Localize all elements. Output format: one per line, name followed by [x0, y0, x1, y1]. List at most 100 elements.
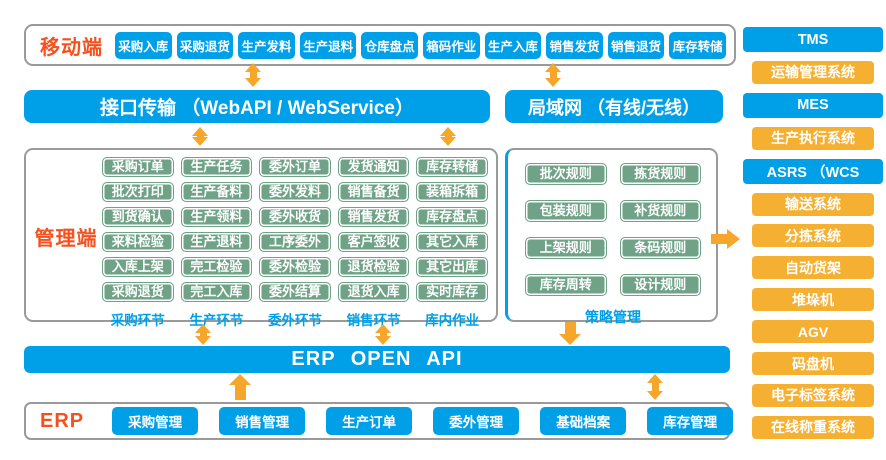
function-chip: 生产领料	[180, 207, 253, 227]
system-header: TMS	[743, 27, 883, 52]
up-down-arrow-icon	[195, 324, 211, 345]
function-chip: 库存转储	[416, 157, 488, 177]
mobile-function-chip: 采购入库	[115, 31, 172, 59]
rule-chip: 包装规则	[525, 200, 607, 222]
rule-chip: 设计规则	[619, 274, 701, 296]
strategy-label: 策略管理	[585, 309, 641, 325]
function-chip: 来料检验	[102, 232, 174, 252]
mobile-client-panel: 移动端 采购入库 采购退货 生产发料 生产退料 仓库盘点 箱码作业 生产入库 销…	[24, 24, 736, 66]
webapi-webservice-bar: 接口传输 （WebAPI / WebService）	[24, 90, 490, 123]
management-client-panel: 管理端 采购订单 批次打印 到货确认 来料检验 入库上架 采购退货 采购环节 生…	[24, 148, 498, 328]
function-chip: 采购退货	[102, 282, 174, 302]
function-chip: 实时库存	[416, 282, 488, 302]
function-chip: 生产退料	[180, 232, 253, 252]
column-label: 采购环节	[110, 313, 165, 328]
function-chip: 发货通知	[337, 157, 410, 177]
mobile-function-chip: 生产发料	[238, 31, 295, 59]
mobile-function-chip: 采购退货	[176, 31, 234, 59]
outsourcing-column: 委外订单 委外发料 委外收货 工序委外 委外检验 委外结算 委外环节	[259, 157, 331, 328]
function-chip: 其它入库	[416, 232, 488, 252]
function-chip: 生产备料	[180, 182, 253, 202]
function-chip: 销售发货	[337, 207, 410, 227]
down-arrow-icon	[559, 322, 581, 345]
column-label: 库内作业	[425, 313, 480, 328]
up-down-arrow-icon	[545, 63, 561, 87]
right-arrow-icon	[711, 229, 740, 249]
up-down-arrow-icon	[192, 127, 208, 146]
erp-module-chip: 采购管理	[112, 407, 199, 435]
up-down-arrow-icon	[440, 127, 456, 146]
up-down-arrow-icon	[245, 63, 261, 87]
rule-chip: 补货规则	[619, 200, 701, 222]
mobile-function-chip: 生产退料	[299, 31, 357, 59]
strategy-panel: 批次规则 拣货规则 包装规则 补货规则 上架规则 条码规则 库存周转 设计规则 …	[505, 148, 718, 325]
management-client-label: 管理端	[34, 228, 98, 250]
function-chip: 客户签收	[337, 232, 410, 252]
function-chip: 委外检验	[259, 257, 331, 277]
erp-module-chip: 销售管理	[219, 407, 306, 435]
function-chip: 完工入库	[180, 282, 253, 302]
system-chip: 分拣系统	[752, 224, 874, 248]
erp-module-chip: 委外管理	[433, 407, 520, 435]
up-arrow-icon	[229, 374, 251, 400]
system-chip: 生产执行系统	[752, 126, 874, 150]
function-chip: 库存盘点	[416, 207, 488, 227]
erp-panel: ERP 采购管理 销售管理 生产订单 委外管理 基础档案 库存管理	[24, 402, 734, 440]
erp-module-chip: 生产订单	[326, 407, 413, 435]
function-chip: 装箱拆箱	[416, 182, 488, 202]
up-down-arrow-icon	[647, 374, 663, 400]
system-header: MES	[743, 92, 883, 118]
function-chip: 委外订单	[259, 157, 331, 177]
erp-open-api-bar: ERP OPEN API	[24, 346, 730, 373]
function-chip: 生产任务	[180, 157, 253, 177]
sales-column: 发货通知 销售备货 销售发货 客户签收 退货检验 退货入库 销售环节	[337, 157, 410, 328]
rule-chip: 批次规则	[525, 163, 607, 185]
system-chip: 码盘机	[752, 352, 874, 376]
lan-bar: 局域网 （有线/无线）	[505, 90, 723, 123]
up-down-arrow-icon	[375, 324, 391, 345]
function-chip: 工序委外	[259, 232, 331, 252]
mobile-function-chip: 生产入库	[484, 31, 542, 59]
strategy-rule-grid: 批次规则 拣货规则 包装规则 补货规则 上架规则 条码规则 库存周转 设计规则	[525, 163, 701, 296]
production-column: 生产任务 生产备料 生产领料 生产退料 完工检验 完工入库 生产环节	[180, 157, 253, 328]
function-chip: 退货检验	[337, 257, 410, 277]
erp-label: ERP	[40, 409, 85, 432]
column-label: 销售环节	[346, 313, 401, 328]
rule-chip: 拣货规则	[619, 163, 701, 185]
system-header: ASRS （WCS	[743, 158, 883, 184]
erp-module-list: 采购管理 销售管理 生产订单 委外管理 基础档案 库存管理	[112, 407, 734, 435]
function-chip: 委外结算	[259, 282, 331, 302]
function-chip: 销售备货	[337, 182, 410, 202]
erp-module-chip: 基础档案	[540, 407, 627, 435]
function-chip: 委外收货	[259, 207, 331, 227]
mobile-function-chip: 销售发货	[546, 31, 603, 59]
system-chip: 堆垛机	[752, 288, 874, 312]
system-chip: 电子标签系统	[752, 383, 874, 407]
system-chip: AGV	[752, 320, 874, 344]
erp-inventory-chip: 库存管理	[647, 407, 734, 435]
system-chip: 运输管理系统	[752, 60, 874, 84]
column-label: 委外环节	[267, 313, 322, 328]
rule-chip: 条码规则	[619, 237, 701, 259]
mobile-client-label: 移动端	[40, 36, 103, 59]
function-chip: 到货确认	[102, 207, 174, 227]
system-chip: 自动货架	[752, 256, 874, 280]
system-chip: 输送系统	[752, 192, 874, 216]
purchase-column: 采购订单 批次打印 到货确认 来料检验 入库上架 采购退货 采购环节	[102, 157, 174, 328]
function-chip: 退货入库	[337, 282, 410, 302]
function-chip: 采购订单	[102, 157, 174, 177]
function-chip: 入库上架	[102, 257, 174, 277]
management-function-grid: 采购订单 批次打印 到货确认 来料检验 入库上架 采购退货 采购环节 生产任务 …	[102, 157, 488, 328]
rule-chip: 库存周转	[525, 274, 607, 296]
mobile-function-chip: 销售退货	[607, 31, 665, 59]
function-chip: 完工检验	[180, 257, 253, 277]
external-systems-column: TMS 运输管理系统 MES 生产执行系统 ASRS （WCS 输送系统 分拣系…	[743, 27, 883, 439]
system-chip: 在线称重系统	[752, 415, 874, 439]
column-label: 生产环节	[189, 313, 244, 328]
function-chip: 批次打印	[102, 182, 174, 202]
warehouse-ops-column: 库存转储 装箱拆箱 库存盘点 其它入库 其它出库 实时库存 库内作业	[416, 157, 488, 328]
mobile-function-chip: 箱码作业	[422, 31, 480, 59]
function-chip: 委外发料	[259, 182, 331, 202]
mobile-function-chip: 仓库盘点	[361, 31, 418, 59]
